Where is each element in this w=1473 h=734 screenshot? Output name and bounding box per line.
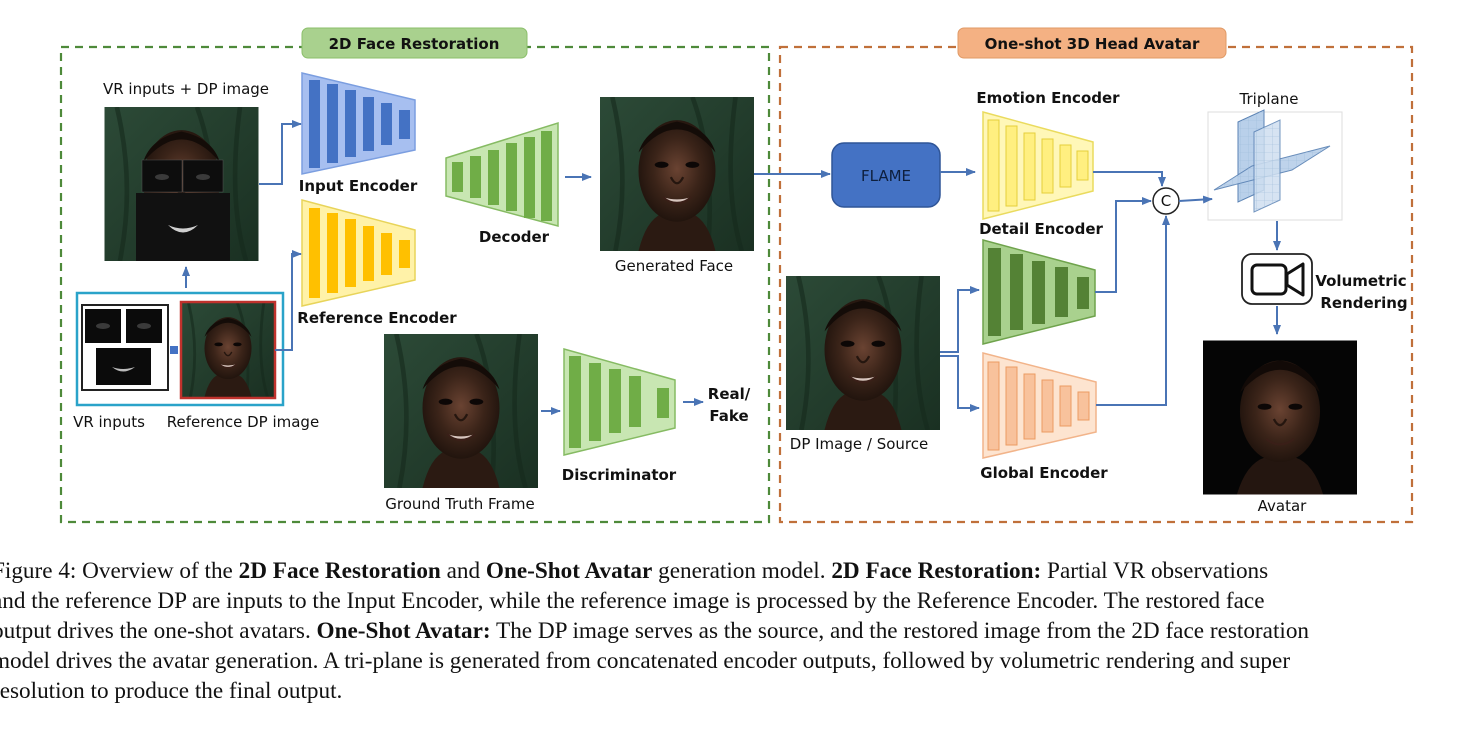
caption-text: 2D Face Restoration (238, 558, 441, 584)
caption-line: output drives the one-shot avatars. One-… (0, 616, 1473, 646)
flame-block (831, 142, 941, 208)
dp-source-label: DP Image / Source (790, 435, 928, 453)
avatar-header (957, 27, 1227, 59)
caption-line: resolution to produce the final output. (0, 676, 1473, 706)
caption-text: resolution to produce the final output. (0, 678, 343, 704)
caption-text: model drives the avatar generation. A tr… (0, 648, 1291, 674)
caption-line: and the reference DP are inputs to the I… (0, 586, 1473, 616)
pipeline-diagram: 2D Face Restoration One-shot 3D Head Ava… (59, 27, 1414, 524)
discriminator-label: Discriminator (562, 466, 677, 484)
fake-label: Fake (709, 407, 748, 425)
volumetric-label: Volumetric (1315, 272, 1406, 290)
concat-label: C (1161, 192, 1171, 210)
vr-inputs-image (81, 304, 169, 391)
input-encoder-label: Input Encoder (299, 177, 418, 195)
reference-dp-image (179, 300, 277, 400)
flow-arrows (182, 120, 1281, 415)
caption-line: Figure 4: Overview of the 2D Face Restor… (0, 556, 1473, 586)
generated-face-label: Generated Face (615, 257, 733, 275)
detail-encoder-label: Detail Encoder (979, 220, 1103, 238)
caption-text: Partial VR observations (1041, 558, 1269, 584)
caption-text: One-Shot Avatar: (316, 618, 491, 644)
restoration-header (301, 27, 528, 59)
caption-text: One-Shot Avatar (485, 558, 653, 584)
caption-text: generation model. (652, 558, 832, 584)
reference-encoder-label: Reference Encoder (297, 309, 457, 327)
vr-dp-input-label: VR inputs + DP image (103, 80, 269, 98)
caption-text: The DP image serves as the source, and t… (490, 618, 1310, 644)
global-encoder-label: Global Encoder (980, 464, 1108, 482)
generated-face-image (600, 97, 754, 251)
caption-text: 2D Face Restoration: (831, 558, 1042, 584)
decoder-label: Decoder (479, 228, 550, 246)
emotion-encoder-block (982, 111, 1094, 220)
global-encoder-block (982, 352, 1097, 459)
avatar-image (1203, 340, 1357, 495)
decoder-block (445, 121, 559, 227)
ground-truth-label: Ground Truth Frame (385, 495, 534, 513)
caption-text: output drives the one-shot avatars. (0, 618, 317, 644)
avatar-title: One-shot 3D Head Avatar (985, 35, 1200, 53)
reference-dp-label: Reference DP image (167, 413, 319, 431)
reference-encoder-block (301, 199, 416, 307)
detail-encoder-block (982, 239, 1096, 345)
discriminator-block (563, 348, 676, 456)
restoration-title: 2D Face Restoration (329, 35, 500, 53)
vr-dp-input-image (105, 107, 259, 261)
flame-label: FLAME (861, 167, 911, 185)
ground-truth-image (384, 334, 538, 488)
triplane-label: Triplane (1239, 90, 1299, 108)
figure-caption: Figure 4: Overview of the 2D Face Restor… (0, 556, 1473, 706)
avatar-label: Avatar (1258, 497, 1308, 515)
caption-text: Figure 4: Overview of the (0, 558, 239, 584)
caption-text: and (440, 558, 486, 584)
input-encoder-block (301, 72, 416, 175)
caption-line: model drives the avatar generation. A tr… (0, 646, 1473, 676)
caption-text: and the reference DP are inputs to the I… (0, 588, 1265, 614)
dp-source-image (786, 276, 940, 430)
triplane-image (1207, 109, 1343, 221)
emotion-encoder-label: Emotion Encoder (976, 89, 1120, 107)
camera-icon (1241, 253, 1313, 305)
pair-connector (170, 346, 178, 354)
real-label: Real/ (708, 385, 751, 403)
rendering-label: Rendering (1320, 294, 1407, 312)
vr-inputs-label: VR inputs (73, 413, 145, 431)
